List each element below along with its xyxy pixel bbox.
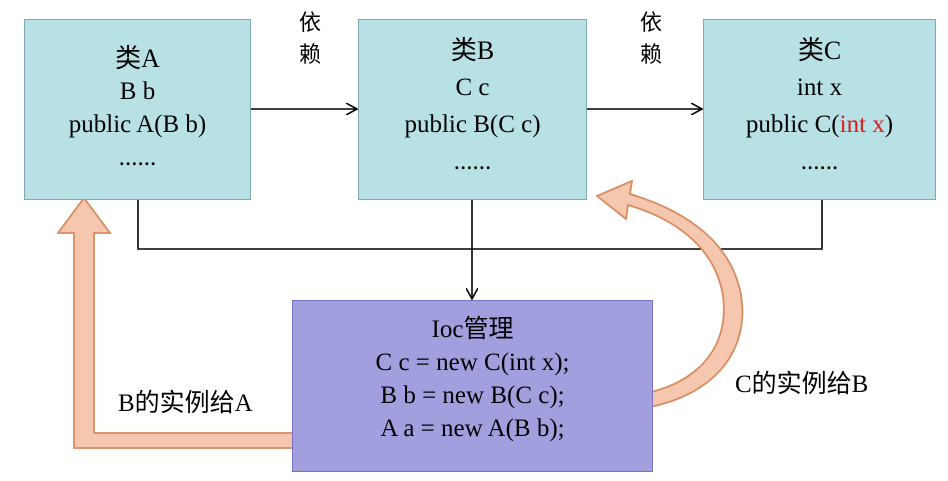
ioc-create-b: B b = new B(C c); xyxy=(380,382,565,409)
dependency-char-2: 赖 xyxy=(298,43,321,68)
class-a-ellipsis: ...... xyxy=(118,144,157,171)
dependency-label-b-c: 依 赖 xyxy=(637,8,665,72)
class-b-constructor: public B(C c) xyxy=(404,111,541,138)
class-a-field: B b xyxy=(119,78,156,105)
class-c-field: int x xyxy=(796,74,843,101)
b-to-a-label: B的实例给A xyxy=(118,390,253,417)
class-b-box: 类B C c public B(C c) ...... xyxy=(358,19,587,200)
class-c-constructor-suffix: ) xyxy=(884,111,894,138)
dependency-char-1: 依 xyxy=(639,11,662,36)
class-c-constructor-param: int x xyxy=(839,111,885,138)
class-c-title: 类C xyxy=(797,36,842,65)
ioc-title: Ioc管理 xyxy=(431,316,514,343)
dependency-char-2: 赖 xyxy=(639,43,662,68)
ioc-create-a: A a = new A(B b); xyxy=(380,415,565,442)
class-b-field: C c xyxy=(455,74,490,101)
class-c-constructor-prefix: public C( xyxy=(745,111,840,138)
b-to-a-injection-arrow xyxy=(56,196,353,449)
ioc-create-c: C c = new C(int x); xyxy=(375,349,570,376)
class-c-box: 类C int x public C(int x) ...... xyxy=(703,19,936,200)
class-b-ellipsis: ...... xyxy=(453,148,492,175)
class-c-ellipsis: ...... xyxy=(800,148,839,175)
class-b-title: 类B xyxy=(450,36,495,65)
class-a-box: 类A B b public A(B b) ...... xyxy=(24,19,251,200)
c-to-b-injection-arrow xyxy=(590,179,744,413)
class-a-constructor: public A(B b) xyxy=(68,111,207,138)
class-c-constructor: public C(int x) xyxy=(746,106,893,143)
classes-to-ioc-connector xyxy=(137,200,823,250)
dependency-label-a-b: 依 赖 xyxy=(296,8,324,72)
ioc-container-box: Ioc管理 C c = new C(int x); B b = new B(C … xyxy=(292,300,653,472)
class-a-title: 类A xyxy=(115,44,160,73)
c-to-b-label: C的实例给B xyxy=(735,371,869,398)
dependency-char-1: 依 xyxy=(298,11,321,36)
